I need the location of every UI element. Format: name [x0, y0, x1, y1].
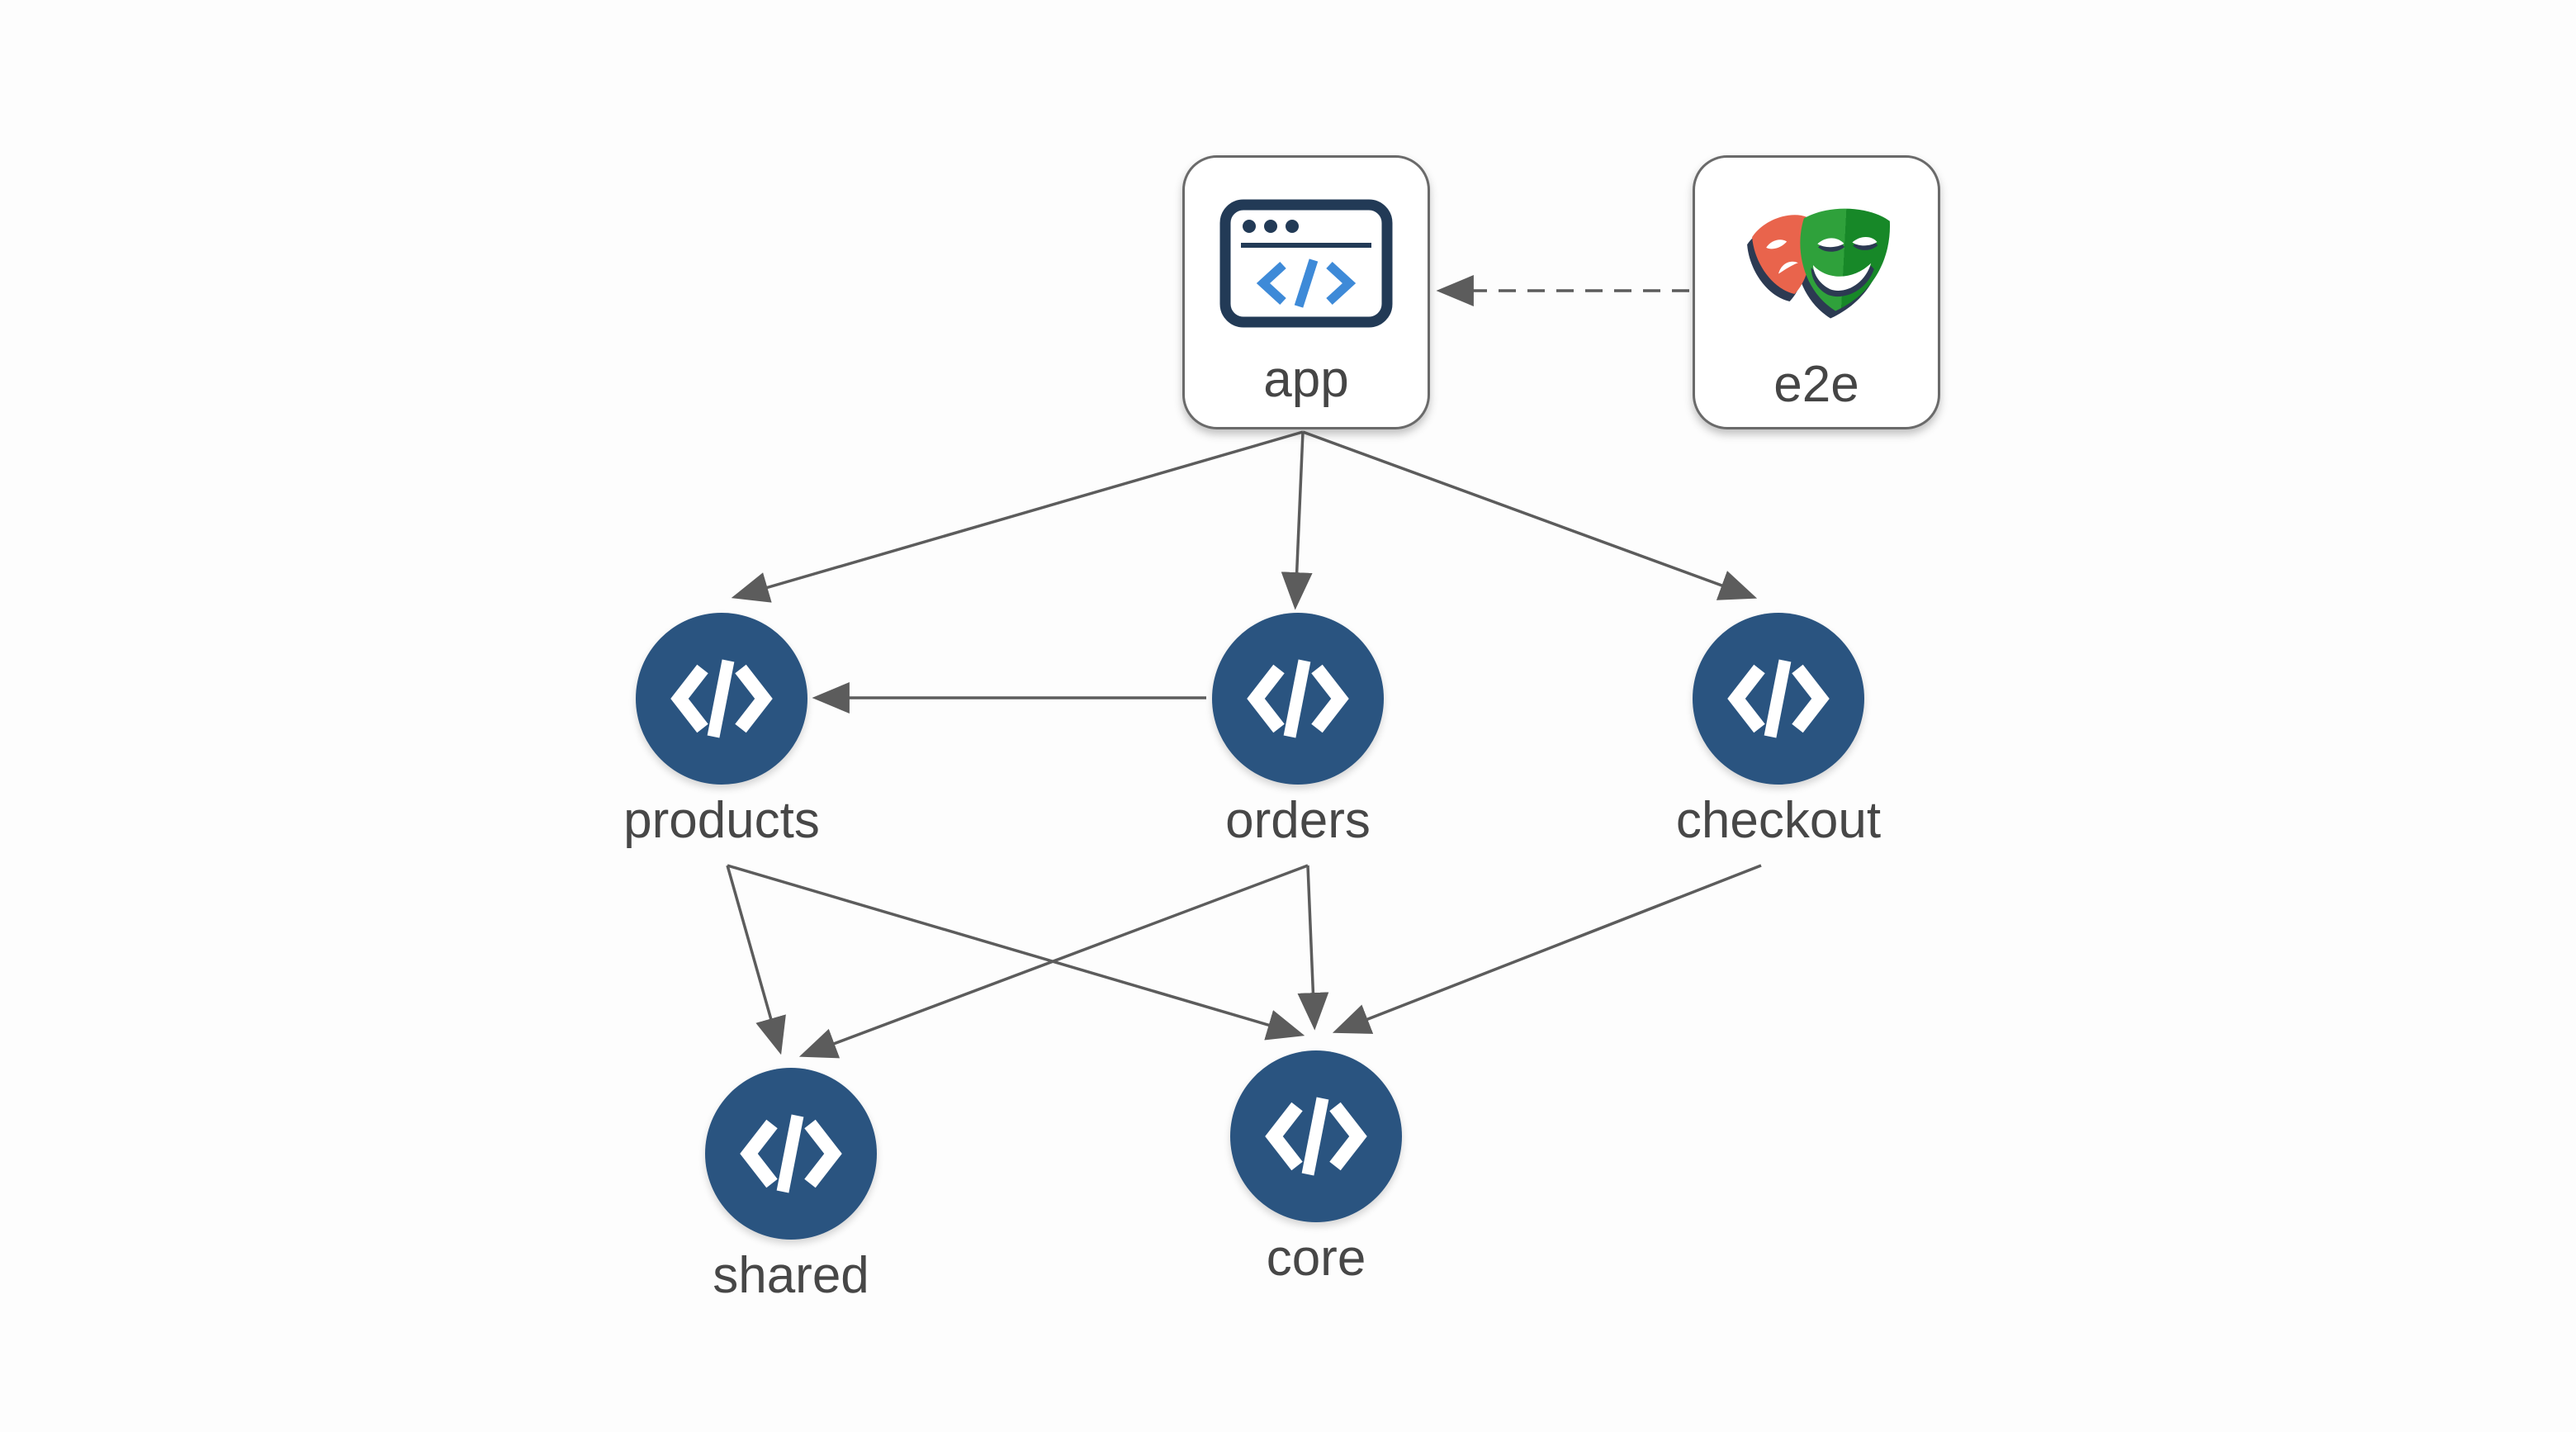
browser-window-icon [1219, 199, 1393, 332]
node-checkout[interactable]: checkout [1676, 613, 1881, 849]
code-icon [1212, 613, 1384, 785]
edge-app-orders [1281, 431, 1313, 610]
playwright-masks-icon [1729, 191, 1904, 337]
node-label-checkout: checkout [1675, 792, 1882, 849]
edge-orders-core [1297, 865, 1329, 1031]
node-shared[interactable]: shared [705, 1068, 877, 1304]
code-icon [1693, 613, 1864, 785]
edge-checkout-core [1332, 864, 1762, 1034]
node-core[interactable]: core [1230, 1050, 1402, 1287]
node-label-app: app [1263, 351, 1349, 408]
code-icon [636, 613, 807, 785]
node-orders[interactable]: orders [1212, 613, 1384, 849]
node-app[interactable]: app [1182, 155, 1430, 429]
code-icon [1230, 1050, 1402, 1222]
node-label-core: core [1266, 1230, 1366, 1287]
node-label-orders: orders [1225, 792, 1371, 849]
node-label-shared: shared [713, 1247, 869, 1304]
node-products[interactable]: products [623, 613, 820, 849]
edge-app-checkout [1302, 430, 1758, 600]
node-label-products: products [623, 792, 820, 849]
edge-products-shared [726, 865, 786, 1055]
node-label-e2e: e2e [1773, 356, 1859, 413]
edge-app-products [731, 430, 1304, 603]
node-e2e[interactable]: e2e [1693, 155, 1940, 429]
edge-orders-shared [798, 864, 1309, 1059]
code-icon [705, 1068, 877, 1240]
edge-products-core [727, 864, 1305, 1041]
